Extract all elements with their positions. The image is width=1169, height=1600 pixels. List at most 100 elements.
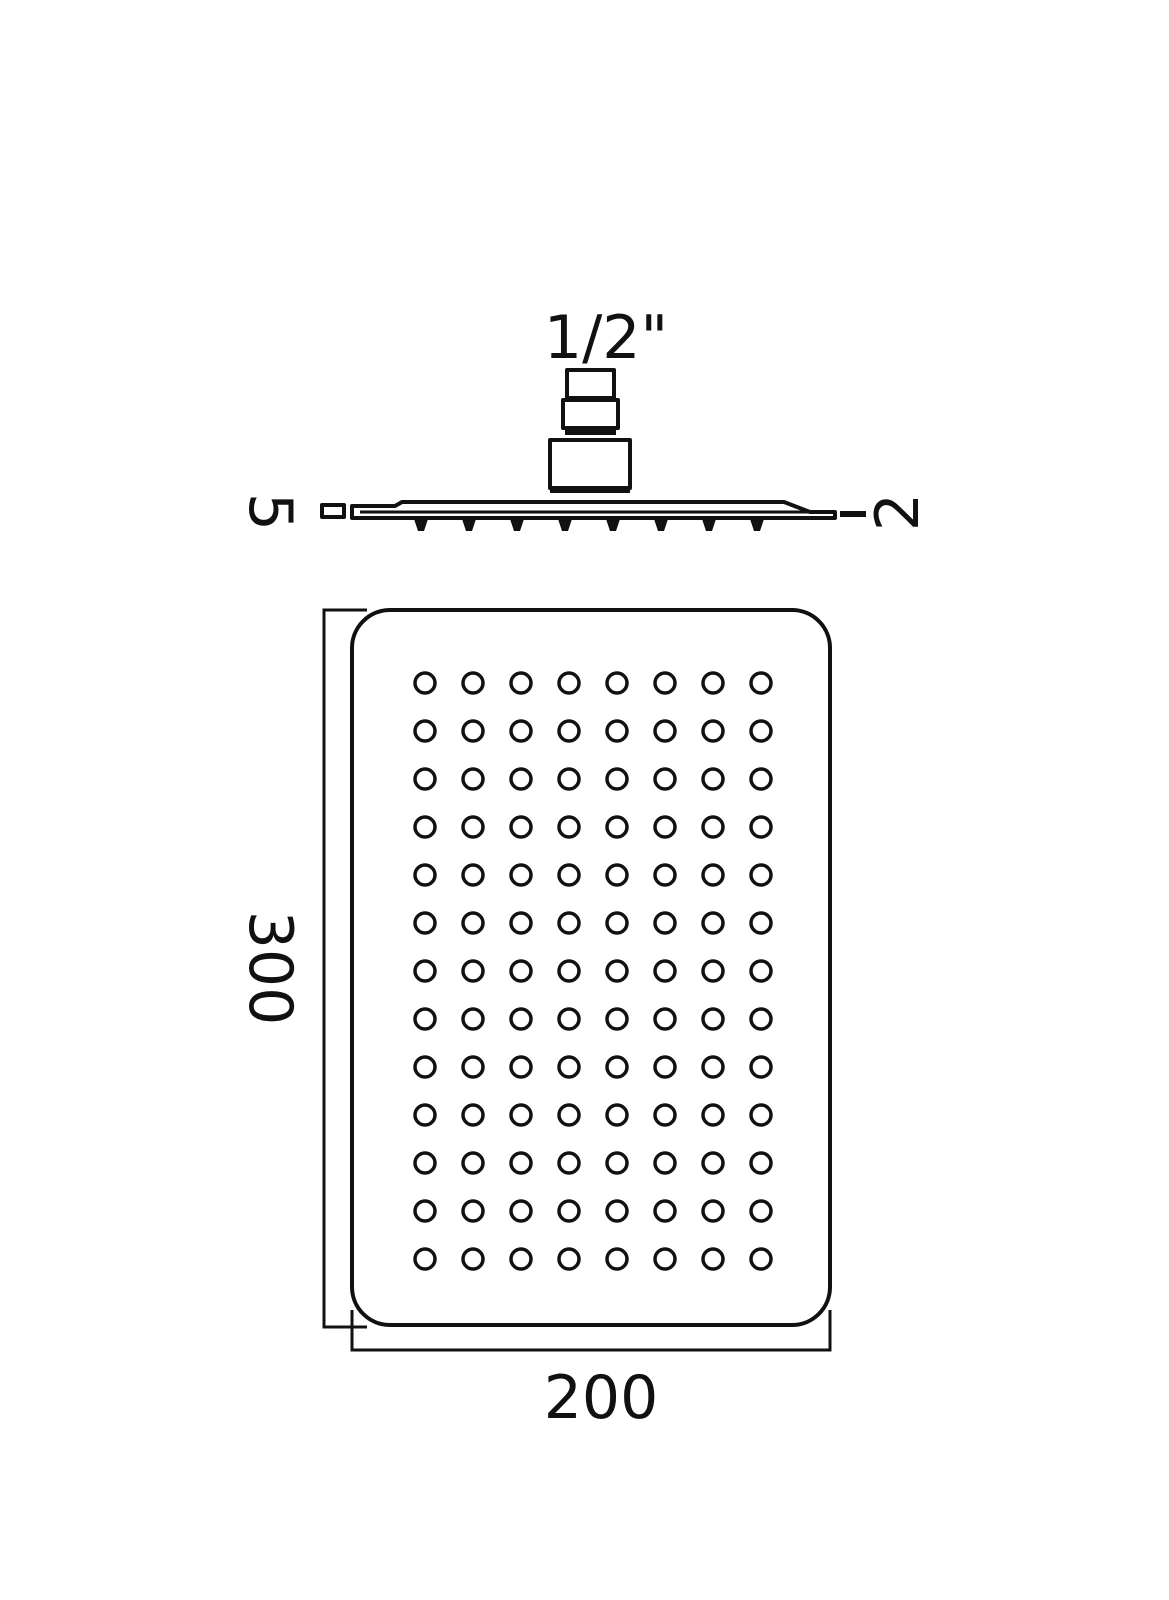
nozzle-tip: [750, 519, 764, 531]
nozzle-hole: [701, 1151, 725, 1175]
nozzle-hole: [749, 815, 773, 839]
left-thickness-label: 5: [235, 493, 305, 531]
nozzle-hole: [605, 1103, 629, 1127]
nozzle-hole: [557, 815, 581, 839]
nozzle-hole: [701, 1007, 725, 1031]
nozzle-hole: [701, 671, 725, 695]
nozzle-hole: [653, 815, 677, 839]
nozzle-hole: [605, 911, 629, 935]
nozzle-hole: [701, 959, 725, 983]
nozzle-tip: [510, 519, 524, 531]
nozzle-hole: [749, 959, 773, 983]
nozzle-hole: [605, 1055, 629, 1079]
nozzle-hole: [749, 863, 773, 887]
nozzle-hole: [413, 863, 437, 887]
nozzle-hole: [461, 911, 485, 935]
nozzle-hole: [653, 671, 677, 695]
nozzle-hole: [509, 1103, 533, 1127]
nozzle-hole: [653, 1007, 677, 1031]
nozzle-hole: [557, 767, 581, 791]
nozzle-hole: [701, 815, 725, 839]
nozzle-hole: [509, 1151, 533, 1175]
nozzle-hole: [653, 863, 677, 887]
nozzle-hole: [605, 815, 629, 839]
nozzle-hole: [557, 863, 581, 887]
nozzle-hole: [509, 863, 533, 887]
nozzle-hole: [461, 1007, 485, 1031]
nozzle-hole: [653, 1151, 677, 1175]
nozzle-hole: [749, 1151, 773, 1175]
nozzle-hole: [461, 863, 485, 887]
nozzle-hole: [509, 719, 533, 743]
nozzle-hole: [557, 1247, 581, 1271]
nozzle-hole: [509, 1007, 533, 1031]
nozzle-hole: [461, 959, 485, 983]
nozzle-hole: [509, 767, 533, 791]
nozzle-hole: [413, 1199, 437, 1223]
nozzle-hole: [557, 959, 581, 983]
nozzle-hole: [413, 767, 437, 791]
nozzle-hole: [605, 1007, 629, 1031]
nozzle-hole: [749, 719, 773, 743]
nozzle-hole: [701, 1103, 725, 1127]
nozzle-tip: [462, 519, 476, 531]
nozzle-hole: [605, 671, 629, 695]
nozzle-hole: [413, 671, 437, 695]
nozzle-hole: [557, 1103, 581, 1127]
nozzle-hole: [461, 1103, 485, 1127]
thread-size-label: 1/2": [544, 303, 668, 373]
nozzle-hole: [749, 1055, 773, 1079]
nozzle-tip: [702, 519, 716, 531]
nozzle-hole: [413, 959, 437, 983]
nozzle-hole: [413, 911, 437, 935]
right-thickness-label: 2: [863, 493, 933, 531]
nozzle-hole: [509, 1199, 533, 1223]
nozzle-hole: [557, 911, 581, 935]
nozzle-hole: [653, 911, 677, 935]
nozzle-hole: [701, 863, 725, 887]
nozzle-hole: [557, 719, 581, 743]
nozzle-hole: [653, 1199, 677, 1223]
nozzle-hole: [701, 911, 725, 935]
nozzle-hole: [749, 1103, 773, 1127]
nozzle-hole: [509, 815, 533, 839]
nozzle-hole: [605, 1247, 629, 1271]
nozzle-hole: [605, 1199, 629, 1223]
nozzle-hole: [605, 959, 629, 983]
nozzle-hole: [653, 767, 677, 791]
nozzle-hole: [413, 1055, 437, 1079]
nozzle-hole: [413, 1247, 437, 1271]
nozzle-hole: [557, 1055, 581, 1079]
inlet-nipple: [565, 368, 616, 400]
nozzle-hole: [605, 719, 629, 743]
nozzle-hole: [413, 1103, 437, 1127]
nozzle-hole-grid: [413, 671, 773, 1271]
height-dimension-label: 300: [235, 911, 305, 1026]
nozzle-hole: [413, 815, 437, 839]
inlet-nut: [561, 398, 620, 430]
nozzle-hole: [701, 1199, 725, 1223]
nozzle-hole: [461, 1247, 485, 1271]
height-dimension-bracket: [322, 608, 367, 1329]
nozzle-hole: [461, 767, 485, 791]
nozzle-hole: [461, 1055, 485, 1079]
nozzle-hole: [605, 1151, 629, 1175]
head-plate-profile: [350, 500, 837, 520]
nozzle-hole: [413, 719, 437, 743]
nozzle-hole: [749, 1199, 773, 1223]
nozzle-tip: [606, 519, 620, 531]
width-dimension-bracket: [350, 1310, 832, 1352]
face-plate-outline: [350, 608, 832, 1327]
nozzle-hole: [461, 815, 485, 839]
nozzle-hole: [461, 719, 485, 743]
nozzle-hole: [701, 1055, 725, 1079]
nozzle-hole: [557, 1007, 581, 1031]
width-dimension-label: 200: [544, 1363, 659, 1433]
nozzle-tip: [414, 519, 428, 531]
nozzle-hole: [653, 1055, 677, 1079]
nozzle-hole: [749, 1007, 773, 1031]
nozzle-hole: [509, 1055, 533, 1079]
nozzle-tip: [558, 519, 572, 531]
nozzle-hole: [701, 719, 725, 743]
